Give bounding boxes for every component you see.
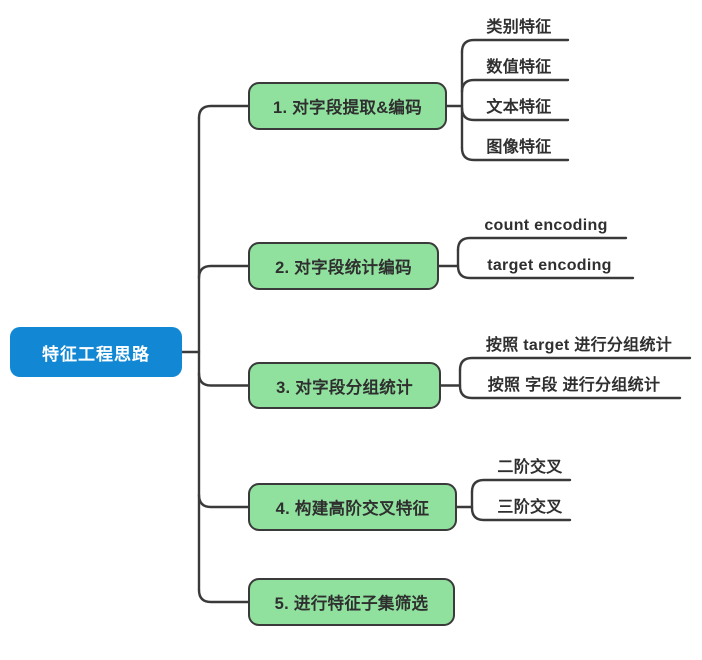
branch-node-1[interactable]: 1. 对字段提取&编码 bbox=[248, 82, 447, 130]
leaf-node-1-3[interactable]: 文本特征 bbox=[470, 90, 568, 120]
leaf-node-label: 文本特征 bbox=[486, 99, 552, 116]
leaf-node-2-2[interactable]: target encoding bbox=[466, 248, 633, 278]
leaf-node-3-1[interactable]: 按照 target 进行分组统计 bbox=[468, 328, 690, 358]
root-node[interactable]: 特征工程思路 bbox=[10, 327, 182, 377]
branch-node-label: 2. 对字段统计编码 bbox=[275, 259, 412, 277]
leaf-node-1-4[interactable]: 图像特征 bbox=[470, 130, 568, 160]
leaf-node-label: 类别特征 bbox=[486, 19, 552, 36]
branch-node-label: 4. 构建高阶交叉特征 bbox=[275, 500, 430, 518]
branch-node-5[interactable]: 5. 进行特征子集筛选 bbox=[248, 578, 455, 626]
leaf-node-label: 图像特征 bbox=[486, 139, 552, 156]
leaf-node-label: 数值特征 bbox=[486, 59, 552, 76]
leaf-node-label: 按照 target 进行分组统计 bbox=[485, 337, 673, 354]
root-node-label: 特征工程思路 bbox=[42, 344, 150, 364]
leaf-node-label: 按照 字段 进行分组统计 bbox=[487, 377, 661, 394]
leaf-node-label: 二阶交叉 bbox=[497, 459, 563, 476]
branch-node-label: 5. 进行特征子集筛选 bbox=[274, 595, 429, 613]
branch-node-label: 3. 对字段分组统计 bbox=[276, 378, 413, 397]
branch-node-4[interactable]: 4. 构建高阶交叉特征 bbox=[248, 483, 457, 531]
leaf-node-label: target encoding bbox=[487, 257, 612, 274]
leaf-node-label: 三阶交叉 bbox=[497, 499, 563, 516]
leaf-node-4-2[interactable]: 三阶交叉 bbox=[490, 490, 570, 520]
branch-node-label: 1. 对字段提取&编码 bbox=[272, 99, 423, 117]
leaf-node-1-2[interactable]: 数值特征 bbox=[470, 50, 568, 80]
leaf-node-2-1[interactable]: count encoding bbox=[466, 208, 626, 238]
branch-node-2[interactable]: 2. 对字段统计编码 bbox=[248, 242, 439, 290]
leaf-node-label: count encoding bbox=[484, 217, 608, 234]
leaf-node-3-2[interactable]: 按照 字段 进行分组统计 bbox=[468, 368, 680, 398]
leaf-node-4-1[interactable]: 二阶交叉 bbox=[490, 450, 570, 480]
branch-node-3[interactable]: 3. 对字段分组统计 bbox=[248, 362, 441, 409]
leaf-node-1-1[interactable]: 类别特征 bbox=[470, 10, 568, 40]
